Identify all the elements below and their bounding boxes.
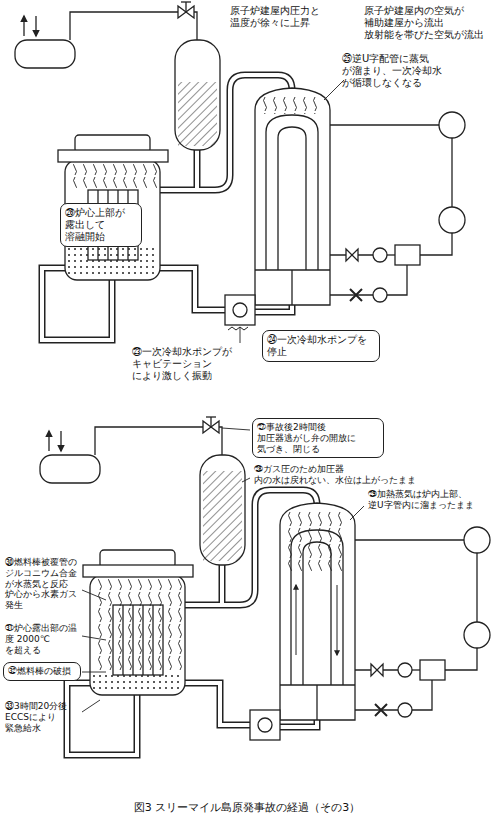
callout-label: ㉘ガス圧のため加圧器 内の水は戻れない、水位は上がったまま	[252, 463, 424, 487]
callout-box: ㉜燃料棒の破損	[3, 662, 81, 681]
callout-text: ㉖炉心上部が 露出して 溶融開始	[65, 207, 137, 243]
callout-text: ㉚燃料棒被覆管の ジルコニウム合金 が水蒸気と反応 炉心から水素ガス発生	[5, 557, 81, 611]
callout-text: ㉗事故後2時間後 加圧器逃がし弁の開放に 気づき、閉じる	[257, 422, 379, 454]
figure-caption: 図3 スリーマイル島原発事故の経過（その3）	[0, 800, 494, 815]
leader-line	[350, 506, 364, 520]
callout-text: ㉘ガス圧のため加圧器 内の水は戻れない、水位は上がったまま	[254, 464, 422, 486]
callout-text: ㉙加熱蒸気は炉内上部、 逆U字管内に溜まったまま	[368, 489, 488, 511]
callout-text: 原子炉建屋内の空気が 補助建屋から流出 放射能を帯びた空気が流出	[364, 5, 488, 41]
callout-label: 原子炉建屋内圧力と 温度が徐々に上昇	[228, 4, 328, 30]
leader-line	[240, 327, 241, 343]
leader-line	[82, 672, 106, 673]
callout-text: ㉕逆U字配管に蒸気 が溜まり、一次冷却水 が循環しなくなる	[342, 53, 448, 89]
leader-line	[82, 590, 106, 600]
leader-line	[82, 700, 100, 712]
callout-text: ㉔一次冷却水ポンプを 停止	[267, 334, 375, 358]
leader-line	[222, 428, 250, 430]
upper-panel	[15, 2, 465, 340]
callout-box: ㉔一次冷却水ポンプを 停止	[262, 330, 380, 362]
callout-text: ㉝3時間20分後 ECCSにより 緊急給水	[5, 701, 81, 733]
callout-label: ㉙加熱蒸気は炉内上部、 逆U字管内に溜まったまま	[366, 488, 490, 512]
callout-label: ㉚燃料棒被覆管の ジルコニウム合金 が水蒸気と反応 炉心から水素ガス発生	[3, 556, 83, 612]
callout-box: ㉗事故後2時間後 加圧器逃がし弁の開放に 気づき、閉じる	[252, 418, 384, 458]
caption-text: 図3 スリーマイル島原発事故の経過（その3）	[2, 801, 492, 814]
callout-label: 原子炉建屋内の空気が 補助建屋から流出 放射能を帯びた空気が流出	[362, 4, 490, 42]
lower-panel	[40, 417, 490, 755]
callout-text: ㉛炉心露出部の温度 2000℃を超える	[5, 623, 81, 655]
callout-box: ㉖炉心上部が 露出して 溶融開始	[60, 203, 142, 247]
leader-line	[82, 636, 106, 640]
leader-line	[324, 80, 344, 100]
callout-label: ㉝3時間20分後 ECCSにより 緊急給水	[3, 700, 83, 734]
callout-text: ㉓一次冷却水ポンプが キャビテーション により激しく振動	[132, 346, 248, 382]
callout-label: ㉕逆U字配管に蒸気 が溜まり、一次冷却水 が循環しなくなる	[340, 52, 450, 90]
leader-line	[242, 478, 250, 482]
callout-label: ㉛炉心露出部の温度 2000℃を超える	[3, 622, 83, 656]
callout-text: ㉜燃料棒の破損	[8, 666, 76, 677]
callout-label: ㉓一次冷却水ポンプが キャビテーション により激しく振動	[130, 345, 250, 383]
callout-text: 原子炉建屋内圧力と 温度が徐々に上昇	[230, 5, 326, 29]
